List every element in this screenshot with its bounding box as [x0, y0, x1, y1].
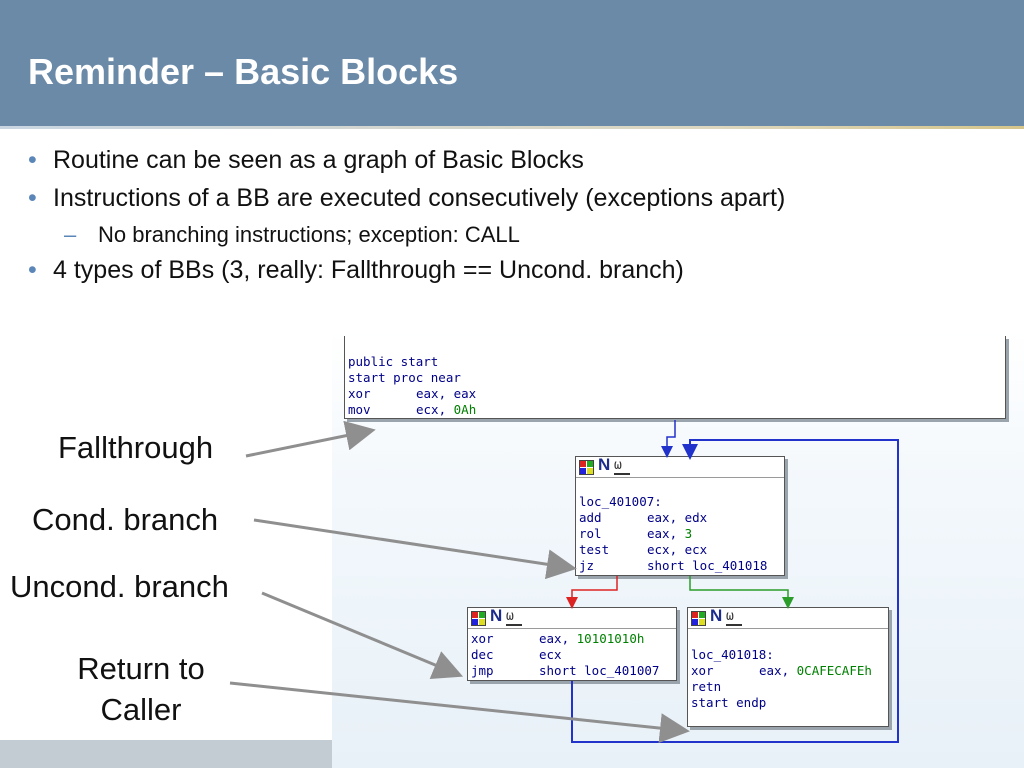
node-n-icon: N	[598, 455, 611, 474]
block-header: N ω	[468, 606, 676, 629]
block-header: N ω	[688, 606, 888, 629]
node-n-icon: N	[490, 606, 503, 625]
edge-true-branch	[689, 576, 794, 609]
bullet-item: • 4 types of BBs (3, really: Fallthrough …	[28, 252, 684, 288]
title-bar	[0, 0, 1024, 128]
label-return-line1: Return to	[77, 651, 205, 686]
label-return-line2: Caller	[100, 692, 182, 727]
code-line: start endp	[691, 695, 767, 710]
sub-bullet-item: –No branching instructions; exception: C…	[64, 219, 520, 251]
bullet-marker: •	[28, 184, 37, 212]
edge-false-branch	[566, 576, 618, 609]
edge-uncond-loop	[571, 439, 899, 743]
annotation-arrow-fallthrough	[245, 420, 376, 458]
title-underline	[0, 126, 1024, 129]
sub-bullet-marker: –	[64, 222, 77, 247]
text-view-icon: ω	[614, 459, 630, 475]
text-view-icon: ω	[726, 610, 742, 626]
node-n-icon: N	[710, 606, 723, 625]
label-fallthrough: Fallthrough	[58, 430, 214, 465]
annotation-arrow-return	[229, 681, 690, 744]
graph-view-icon	[471, 611, 486, 626]
code-line: loc_401007:	[579, 494, 662, 509]
bullet-marker: •	[28, 256, 37, 284]
bullet-text: 4 types of BBs (3, really: Fallthrough =…	[53, 256, 684, 284]
label-uncond-branch: Uncond. branch	[10, 569, 229, 604]
footer-strip	[0, 740, 332, 768]
bullet-text: Instructions of a BB are executed consec…	[53, 184, 786, 212]
label-cond-branch: Cond. branch	[32, 502, 219, 537]
code-line: public start	[348, 354, 439, 369]
edge-fallthrough	[661, 420, 676, 458]
bullet-text: Routine can be seen as a graph of Basic …	[53, 146, 584, 174]
code-line: retn	[691, 679, 722, 694]
annotation-arrow-cond	[253, 518, 577, 580]
bullet-marker: •	[28, 146, 37, 174]
bullet-item: • Routine can be seen as a graph of Basic…	[28, 142, 584, 178]
text-view-icon: ω	[506, 610, 522, 626]
code-line: loc_401018:	[691, 647, 774, 662]
bullet-item: • Instructions of a BB are executed conse…	[28, 180, 785, 216]
sub-bullet-text: No branching instructions; exception: CA…	[98, 222, 520, 247]
annotation-arrow-uncond	[261, 591, 464, 679]
graph-view-icon	[579, 460, 594, 475]
block-header: N ω	[576, 455, 784, 478]
graph-view-icon	[691, 611, 706, 626]
code-line: start proc near	[348, 370, 461, 385]
slide-title: Reminder – Basic Blocks	[28, 51, 459, 92]
